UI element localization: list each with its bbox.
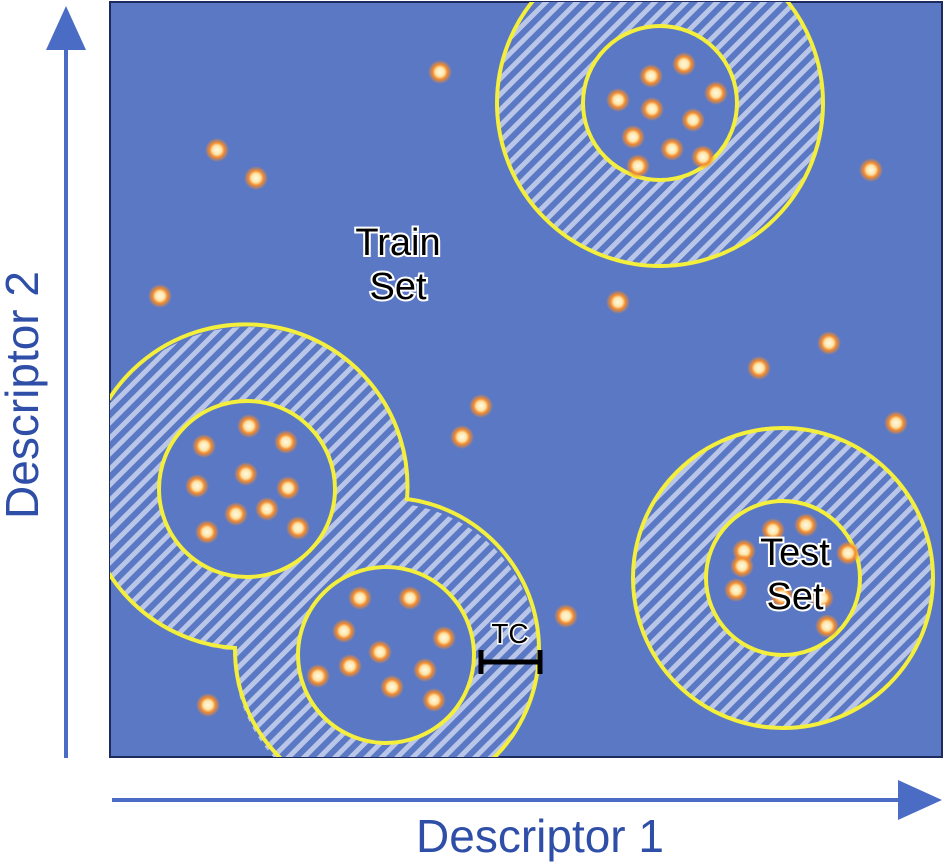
- data-point: [380, 675, 404, 699]
- data-point: [286, 516, 310, 540]
- data-point: [192, 434, 216, 458]
- data-point: [276, 476, 300, 500]
- data-point: [469, 394, 493, 418]
- data-point: [761, 518, 785, 542]
- y-axis-arrow: [46, 6, 86, 758]
- data-point: [450, 425, 474, 449]
- cluster-circles: [157, 24, 862, 745]
- test-set-label-line2: Set: [766, 576, 823, 618]
- data-point: [234, 462, 258, 486]
- tc-label: TC: [491, 618, 528, 649]
- data-point: [224, 502, 248, 526]
- data-point: [185, 474, 209, 498]
- data-point: [348, 586, 372, 610]
- data-point: [859, 158, 883, 182]
- y-axis-title: Descriptor 2: [0, 271, 48, 519]
- train-set-label-line2: Set: [369, 266, 426, 308]
- outer-boundary-top: [495, 2, 825, 268]
- data-point: [815, 614, 839, 638]
- data-point: [255, 497, 279, 521]
- data-point: [836, 541, 860, 565]
- data-point: [554, 604, 578, 628]
- data-point: [413, 658, 437, 682]
- data-point: [195, 520, 219, 544]
- data-point: [639, 64, 663, 88]
- data-point: [704, 81, 728, 105]
- data-point: [672, 52, 696, 76]
- data-point: [432, 626, 456, 650]
- data-point: [205, 138, 229, 162]
- data-point: [606, 290, 630, 314]
- data-point: [810, 586, 834, 610]
- data-point: [681, 108, 705, 132]
- outer-boundaries: [110, 2, 935, 757]
- data-point: [606, 88, 630, 112]
- tc-threshold-bar: [478, 650, 543, 674]
- x-axis-title: Descriptor 1: [416, 810, 664, 862]
- cluster-circle-bottom: [296, 565, 476, 745]
- data-point: [817, 331, 841, 355]
- outer-boundary-merged: [110, 322, 541, 757]
- hatched-zones: [110, 2, 933, 757]
- data-point: [237, 414, 261, 438]
- data-point: [691, 145, 715, 169]
- data-point: [428, 60, 452, 84]
- data-point: [244, 166, 268, 190]
- test-set-label-line1: Test: [760, 532, 830, 574]
- data-point: [332, 619, 356, 643]
- data-point: [660, 137, 684, 161]
- outer-boundary-test: [631, 426, 935, 730]
- data-point: [422, 688, 446, 712]
- train-set-label-line1: Train: [355, 222, 440, 264]
- data-point: [338, 654, 362, 678]
- cluster-circle-left: [157, 399, 337, 579]
- data-point: [274, 430, 298, 454]
- data-point: [306, 664, 330, 688]
- x-axis-arrow: [112, 780, 942, 820]
- data-point: [148, 284, 172, 308]
- data-point: [626, 154, 650, 178]
- cluster-circle-test: [704, 499, 862, 657]
- data-point: [640, 97, 664, 121]
- cluster-circle-top: [581, 24, 739, 182]
- data-point: [724, 578, 748, 602]
- data-point: [884, 411, 908, 435]
- data-point: [770, 584, 794, 608]
- data-point: [794, 513, 818, 537]
- data-point: [621, 125, 645, 149]
- data-point: [368, 640, 392, 664]
- data-point: [196, 693, 220, 717]
- data-point: [747, 356, 771, 380]
- data-points: [148, 52, 908, 717]
- data-point: [730, 554, 754, 578]
- data-point: [398, 586, 422, 610]
